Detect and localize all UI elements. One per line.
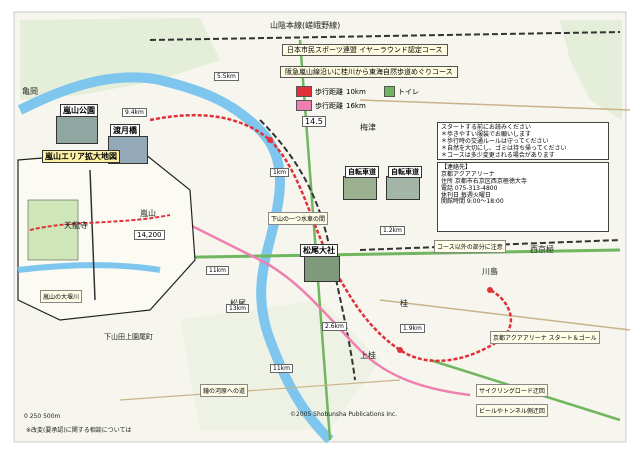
inset-area (17, 149, 196, 321)
place-kameoka: 亀岡 (22, 87, 38, 96)
instructions-heading: スタートする前にお読みください (441, 124, 532, 131)
bottom-note: ※改変(要承認)に関する相談については (26, 427, 132, 434)
cycling-route (139, 198, 471, 397)
place-matsuo: 松尾 (230, 299, 246, 309)
hill-area (20, 18, 220, 100)
distance-marker: 1.9km (400, 324, 425, 333)
contact-closed: 休刊日 毎週火曜日 (441, 191, 491, 199)
jr-line (149, 31, 621, 41)
photo-arashiyama-park (56, 116, 98, 144)
station-label: 山陰本線(嵯峨野線) (270, 21, 341, 30)
distance-marker: 5.5km (214, 72, 239, 81)
photo-matsuo-taisha (304, 256, 340, 282)
road (119, 379, 401, 401)
distance-marker: 1km (270, 168, 290, 177)
instructions-line-1: ＊歩きやすい服装でお願いします (441, 130, 532, 138)
caption-togetsukyo: 渡月橋 (110, 124, 140, 137)
caption-arashiyama-area: 嵐山エリア拡大地図 (42, 150, 120, 163)
place-kawashima: 川島 (482, 267, 498, 276)
place-umezu: 梅津 (360, 123, 376, 132)
instructions-line-2: ＊歩行時の交通ルールは守ってください (441, 137, 549, 145)
caption-bike-path-1: 自転車道 (345, 166, 379, 178)
legend-walk: 歩行距離 10km (296, 86, 366, 97)
contact-heading: 【連絡先】 (441, 164, 472, 171)
contact-org: 京都アクアアリーナ (441, 170, 495, 178)
inset-river (17, 262, 161, 273)
road (359, 99, 631, 111)
legend-walk-value: 10km (346, 87, 366, 96)
inset-park (27, 199, 79, 261)
contact-panel: 【連絡先】 京都アクアアリーナ 住所 京都市右京区西京極徳大寺 電話 075-3… (437, 162, 609, 232)
bike-swatch (296, 100, 312, 111)
distance-marker: 11km (270, 364, 293, 373)
caption-bike-path-2: 自転車道 (388, 166, 422, 178)
legend-walk-label: 歩行距離 (315, 87, 343, 96)
note-course: コース以外の部分に注意 (434, 240, 506, 253)
course-title-1: 日本市民スポーツ連盟 イヤーラウンド認定コース (282, 44, 448, 57)
total-distance: 14.5 (302, 116, 326, 127)
instructions-panel: スタートする前にお読みください ＊歩きやすい服装でお願いします ＊歩行時の交通ル… (437, 122, 609, 160)
toilet-swatch (384, 86, 395, 97)
caption-arashiyama-park: 嵐山公園 (60, 104, 98, 117)
note-cycling-detour: サイクリングロード迂回 (476, 384, 548, 397)
copyright: ©2005 Shobunsha Publications Inc. (290, 411, 398, 418)
checkpoint-marker (397, 347, 403, 353)
contact-tel: 電話 075-313-4800 (441, 184, 498, 192)
distance-marker: 1.2km (380, 226, 405, 235)
hill-area (560, 20, 622, 120)
road (379, 299, 631, 331)
caption-matsuo-taisha: 松尾大社 (300, 244, 338, 257)
instructions-line-4: ＊コースは多少変更される場合があります (441, 151, 555, 159)
note-river-path: 鐘の河原への道 (200, 384, 249, 397)
legend-bike-label: 歩行距離 (315, 101, 343, 110)
place-kamikatsura: 上桂 (360, 351, 376, 360)
note-start-goal: 京都アクアアリーナ スタート＆ゴール (490, 331, 600, 344)
instructions-line-3: ＊自然を大切にし、ゴミは持ち帰ってください (441, 144, 567, 152)
legend-bike-value: 16km (346, 101, 366, 110)
note-oigawa: 嵐山の大堰川 (40, 290, 83, 303)
note-tunnel-detour: ビールやトンネル側迂回 (476, 404, 548, 417)
contact-hours: 開館時間 9:00〜18:00 (441, 198, 504, 206)
legend-toilet-label: トイレ (398, 87, 419, 96)
photo-bike-path-1 (343, 176, 377, 200)
checkpoint-marker (487, 287, 493, 293)
place-arashiyama: 嵐山 (140, 209, 156, 218)
checkpoint-marker (267, 137, 273, 143)
distance-marker: 11km (206, 266, 229, 275)
note-shimoyama: 下山の一つ水車の間 (268, 212, 329, 225)
walk-swatch (296, 86, 312, 97)
inset-road (89, 169, 96, 301)
course-title-2: 阪急嵐山線沿いに桂川から東海自然歩道めぐりコース (280, 66, 458, 79)
place-katsura: 桂 (400, 299, 408, 308)
place-nishikyogoku: 西京極 (530, 245, 554, 254)
contact-address: 住所 京都市右京区西京極徳大寺 (441, 177, 527, 185)
scale-bar: 0 250 500m (24, 413, 61, 420)
distance-marker: 2.6km (322, 322, 347, 331)
place-tenryuji: 天龍寺 (64, 221, 88, 230)
inset-route (29, 214, 171, 231)
legend-toilet: トイレ (384, 86, 419, 97)
inset-distance: 14,200 (134, 230, 165, 240)
distance-marker: 13km (226, 304, 249, 313)
photo-bike-path-2 (386, 176, 420, 200)
legend-bike: 歩行距離 16km (296, 100, 366, 111)
distance-marker: 9.4km (122, 108, 147, 117)
place-shimoyama: 下山田上園尾町 (104, 333, 153, 341)
